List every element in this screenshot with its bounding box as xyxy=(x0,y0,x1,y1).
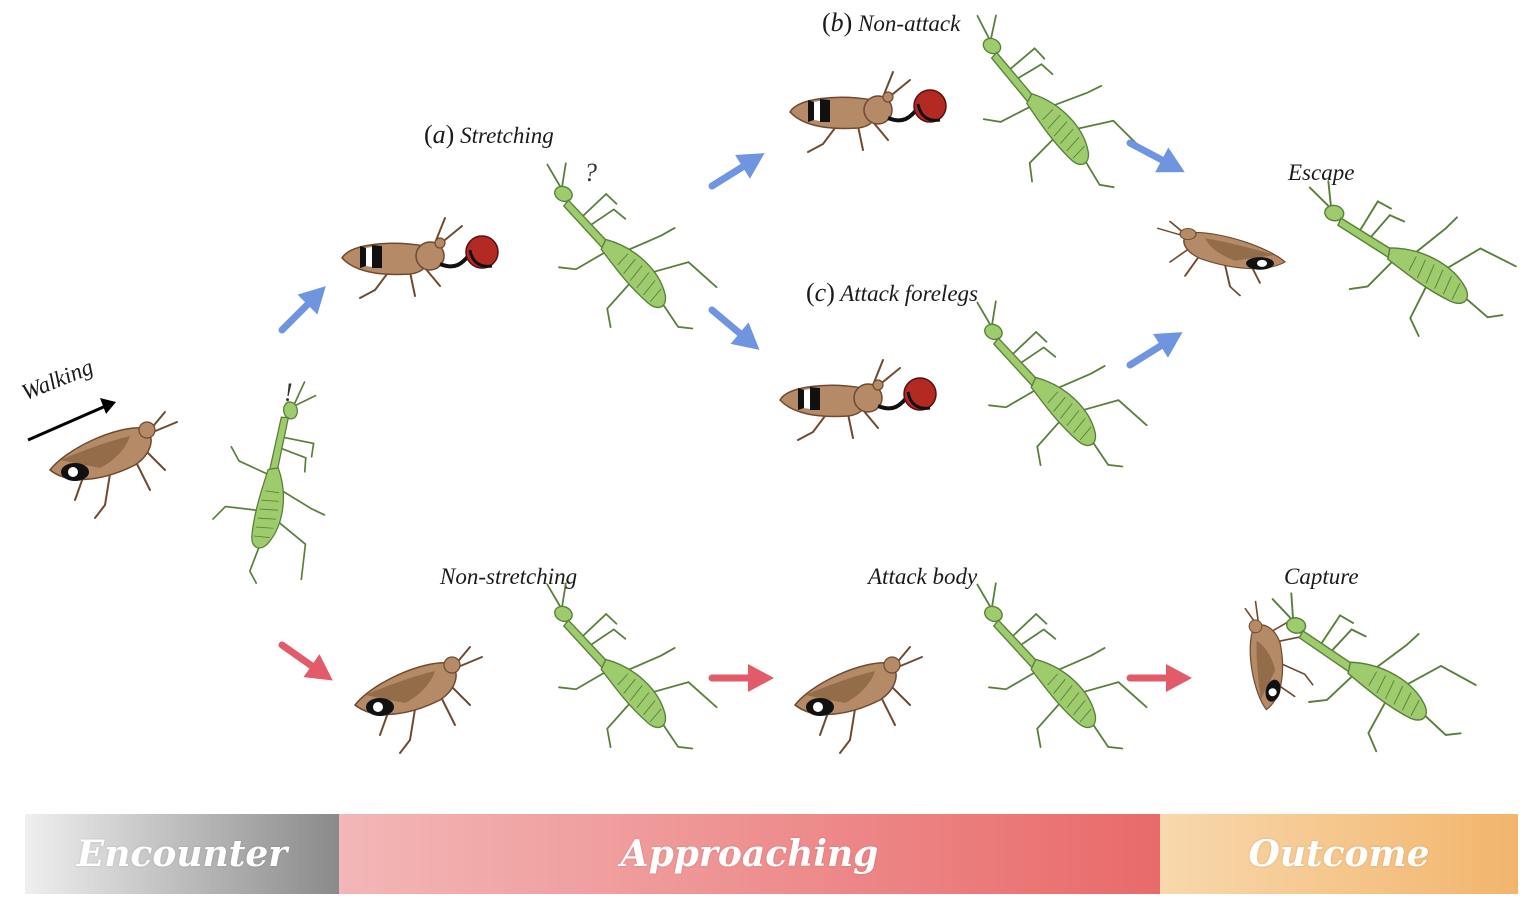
stretching-label: (a) Stretching xyxy=(424,120,554,149)
forelegs-bug-icon xyxy=(778,358,938,442)
attack-body-label: Attack body xyxy=(868,564,978,589)
phase-outcome-bar: Outcome xyxy=(1160,814,1518,894)
arrow-to-nonattack-icon xyxy=(705,141,772,198)
exclaim-mark: ! xyxy=(284,378,293,407)
phase-outcome-label: Outcome xyxy=(1248,833,1430,875)
nonstretch-mantis-icon xyxy=(495,575,739,782)
walking-bug-icon xyxy=(49,411,178,519)
arrow-to-nonstretching-icon xyxy=(274,634,341,692)
arrow-to-capture-icon xyxy=(1130,664,1192,692)
question-mark: ? xyxy=(584,158,597,187)
mantis-standing-icon xyxy=(191,379,348,594)
nonstretch-bug-icon xyxy=(354,646,483,754)
phase-encounter-bar: Encounter xyxy=(25,814,339,894)
arrow-to-stretching-icon xyxy=(272,276,336,340)
stretching-bug-icon xyxy=(340,216,500,300)
stretching-mantis-icon xyxy=(495,155,739,362)
arrow-to-attackbody-icon xyxy=(712,664,774,692)
escape-mantis-icon xyxy=(1286,177,1526,352)
capture-label: Capture xyxy=(1284,564,1359,589)
nonattack-bug-icon xyxy=(788,70,948,154)
walking-arrow-icon xyxy=(27,403,109,442)
arrow-to-forelegs-icon xyxy=(703,299,768,360)
attackbody-bug-icon xyxy=(794,646,923,754)
arrow-forelegs-escape-icon xyxy=(1123,320,1190,377)
non-attack-label: (b) Non-attack xyxy=(822,8,961,37)
nonattack-mantis-icon xyxy=(919,7,1164,220)
phase-encounter-label: Encounter xyxy=(76,833,288,875)
non-stretching-label: Non-stretching xyxy=(440,564,578,589)
arrow-nonattack-escape-icon xyxy=(1123,131,1191,185)
phase-approaching-label: Approaching xyxy=(620,833,879,875)
forelegs-mantis-icon xyxy=(925,293,1169,500)
phase-approaching-bar: Approaching xyxy=(339,814,1160,894)
walking-arrowhead-icon xyxy=(100,398,116,414)
attack-forelegs-label: (c) Attack forelegs xyxy=(806,278,978,307)
escape-label: Escape xyxy=(1288,160,1355,185)
escape-bug-icon xyxy=(1157,220,1286,297)
